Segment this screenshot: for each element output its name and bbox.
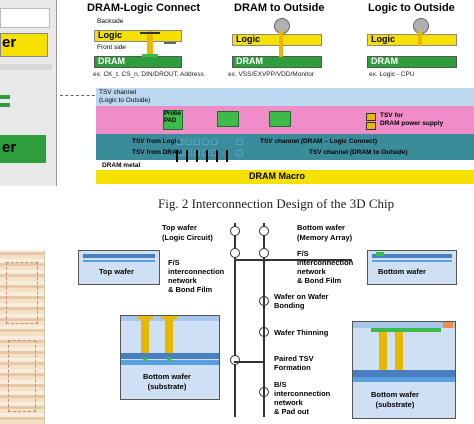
horizontal-connector (234, 361, 264, 363)
dram-layer (367, 56, 457, 68)
top-wafer-box: Top wafer (78, 250, 160, 285)
top-wafer-label: Top wafer (99, 267, 134, 276)
bottom-wafer-box: Bottom wafer (367, 250, 457, 285)
logic-layer (94, 30, 182, 42)
bottom-wafer-substrate-label: Bottom wafer (substrate) (371, 390, 419, 409)
left-fragment-chip-photo (0, 250, 45, 424)
backside-label: Backside (97, 18, 124, 25)
panel-dram-logic-connect: Backside Logic Front side DRAM ex. CK_t,… (93, 18, 204, 78)
left-fragment-top: er er (0, 0, 57, 186)
dram-metal-lines (176, 150, 232, 162)
probe-pad-label: Probe PAD (164, 111, 182, 124)
dram-layer-label: DRAM (98, 56, 125, 66)
dram-layer (94, 56, 182, 68)
top-wafer-title: Top wafer (Logic Circuit) (162, 223, 213, 242)
header-logic-to-outside: Logic to Outside (368, 2, 455, 14)
cross-section: TSV channel (Logic to Outside) Probe PAD… (96, 88, 474, 184)
right-step-label: Wafer Thinning (274, 328, 329, 337)
green-square (217, 111, 239, 127)
right-step-label: Wafer on Wafer Bonding (274, 292, 329, 310)
dram-layer-label: DRAM (236, 56, 263, 66)
tsv-from-logic-label: TSV from Logic (132, 138, 181, 145)
panel1-example: ex. CK_t, CS_n, DIN/DROUT, Address (93, 71, 204, 78)
tsv-row-logic: ▢▢▢▢▢ · · ▢ (176, 137, 245, 146)
left-step-label: F/S interconnection network & Bond Film (168, 258, 225, 294)
flow-line-right (263, 223, 265, 259)
right-step-label: B/S interconnection network & Pad out (274, 380, 331, 416)
tsv-channel-dram-outside-label: TSV channel (DRAM to Outside) (309, 149, 408, 156)
dram-layer (232, 56, 322, 68)
tsv-power-squares (366, 113, 376, 121)
bottom-wafer-substrate-label: Bottom wafer (substrate) (143, 372, 191, 391)
frontside-label: Front side (97, 44, 126, 51)
final-wafer: Bottom wafer (substrate) (352, 321, 456, 419)
panel3-example: ex. Logic - CPU (369, 71, 415, 78)
dram-metal-label: DRAM metal (102, 162, 141, 169)
step-node (230, 248, 240, 258)
header-dram-logic-connect: DRAM-Logic Connect (87, 2, 201, 14)
tsv-power-label: TSV for DRAM power supply (380, 112, 444, 127)
left-step-label: Paired TSV Formation (274, 354, 314, 372)
logic-layer-label: Logic (98, 30, 122, 40)
dram-macro-band (96, 170, 474, 184)
tsv-pillar (147, 31, 153, 56)
dashed-separator (60, 95, 95, 96)
step-node (230, 226, 240, 236)
bottom-wafer-label: Bottom wafer (378, 267, 426, 276)
flow-line-right-lower (263, 259, 265, 417)
tsv-channel-dram-logic-label: TSV channel (DRAM – Logic Connect) (260, 138, 378, 145)
logic-layer (232, 34, 322, 46)
flow-line-left (234, 223, 236, 417)
dram-macro-label: DRAM Macro (249, 171, 306, 181)
right-step-label: F/S interconnection network & Bond Film (297, 249, 354, 285)
tsv-channel-band (96, 88, 474, 106)
panel2-example: ex. VSS/EXVPP/VDD/Monitor (228, 71, 314, 78)
dram-layer-label: DRAM (371, 56, 398, 66)
tsv-from-dram-label: TSV from DRAM (132, 149, 183, 156)
step-node (259, 226, 269, 236)
figure-caption: Fig. 2 Interconnection Design of the 3D … (158, 196, 395, 211)
logic-layer-label: Logic (236, 34, 260, 44)
horizontal-connector (234, 259, 352, 261)
green-square (269, 111, 291, 127)
left-fragment-label-bottom: er (2, 139, 17, 156)
left-fragment-label-top: er (2, 34, 17, 51)
step-node (230, 355, 240, 365)
step-node (259, 248, 269, 258)
logic-layer (367, 34, 457, 46)
probe-pad (163, 110, 183, 130)
header-dram-to-outside: DRAM to Outside (234, 2, 325, 14)
panel-logic-to-outside: Logic DRAM ex. Logic - CPU (367, 18, 467, 78)
tsv-channel-logic-outside-label: TSV channel (Logic to Outside) (99, 89, 151, 104)
paired-tsv-wafer: Bottom wafer (substrate) (120, 315, 220, 400)
panel-dram-to-outside: Logic DRAM ex. VSS/EXVPP/VDD/Monitor (228, 18, 332, 78)
logic-layer-label: Logic (371, 34, 395, 44)
bottom-wafer-title: Bottom wafer (Memory Array) (297, 223, 353, 242)
teal-band (96, 134, 474, 160)
process-flow: Top wafer (Logic Circuit) Bottom wafer (… (60, 215, 474, 424)
